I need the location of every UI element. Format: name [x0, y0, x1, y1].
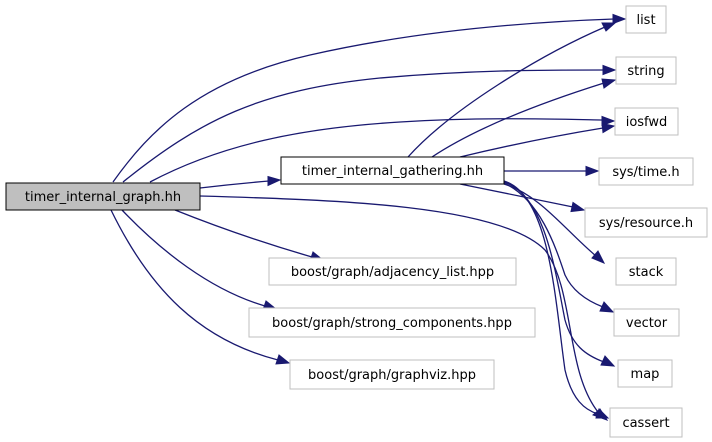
node-vector-box: [613, 308, 680, 337]
node-cassert-box: [609, 407, 683, 438]
node-map-label: map: [631, 367, 660, 382]
node-vector[interactable]: vector: [613, 308, 680, 337]
node-iosfwd-label: iosfwd: [626, 115, 668, 130]
node-systime-box: [598, 157, 694, 186]
node-string-box: [615, 56, 677, 85]
node-list[interactable]: list: [625, 5, 667, 34]
node-strong[interactable]: boost/graph/strong_components.hpp: [248, 307, 536, 338]
edge-root-graphviz: [110, 209, 279, 361]
node-systime[interactable]: sys/time.h: [598, 157, 694, 186]
edges: [110, 13, 627, 421]
node-gathering-box: [280, 156, 505, 185]
node-strong-box: [248, 307, 536, 338]
arrowhead-root-iosfwd: [601, 115, 616, 127]
node-graphviz-box: [289, 359, 495, 390]
nodes: timer_internal_graph.hh timer_internal_g…: [5, 5, 708, 438]
node-stack[interactable]: stack: [615, 257, 677, 286]
arrowhead-gathering-map: [600, 355, 616, 367]
node-iosfwd-box: [614, 107, 679, 136]
arrowhead-gathering-cassert: [595, 408, 610, 419]
node-adjacency[interactable]: boost/graph/adjacency_list.hpp: [268, 257, 517, 286]
arrowhead-gathering-systime: [585, 165, 600, 177]
arrowhead-root-string: [602, 64, 617, 76]
edge-root-list: [112, 18, 615, 183]
node-root[interactable]: timer_internal_graph.hh: [5, 182, 201, 211]
node-list-box: [625, 5, 667, 34]
arrowhead-gathering-sysresource: [570, 201, 586, 213]
edge-gathering-sysresource: [459, 183, 574, 208]
node-adjacency-label: boost/graph/adjacency_list.hpp: [291, 265, 494, 280]
node-string[interactable]: string: [615, 56, 677, 85]
edge-root-cassert: [199, 195, 599, 413]
node-sysresource-box: [584, 207, 708, 238]
node-root-box: [5, 182, 201, 211]
node-sysresource[interactable]: sys/resource.h: [584, 207, 708, 238]
arrowhead-gathering-list: [601, 22, 617, 32]
edge-root-string: [122, 69, 605, 183]
arrowhead-root-gathering: [267, 175, 282, 187]
node-map[interactable]: map: [617, 359, 673, 388]
node-sysresource-label: sys/resource.h: [599, 216, 693, 231]
node-list-label: list: [636, 13, 655, 28]
edge-gathering-stack: [503, 183, 597, 257]
node-graphviz[interactable]: boost/graph/graphviz.hpp: [289, 359, 495, 390]
edge-root-iosfwd: [149, 118, 604, 183]
node-stack-box: [615, 257, 677, 286]
node-gathering[interactable]: timer_internal_gathering.hh: [280, 156, 505, 185]
node-root-label: timer_internal_graph.hh: [25, 190, 181, 205]
edge-root-gathering: [199, 180, 270, 189]
arrowhead-gathering-iosfwd: [601, 122, 616, 134]
node-cassert[interactable]: cassert: [609, 407, 683, 438]
edge-gathering-iosfwd: [459, 127, 604, 158]
edge-gathering-cassert: [503, 180, 599, 415]
arrowhead-root-list: [612, 13, 627, 25]
node-iosfwd[interactable]: iosfwd: [614, 107, 679, 136]
edge-gathering-string: [431, 82, 605, 158]
node-adjacency-box: [268, 257, 517, 286]
node-graphviz-label: boost/graph/graphviz.hpp: [308, 368, 476, 383]
node-stack-label: stack: [629, 265, 664, 280]
node-vector-label: vector: [626, 316, 668, 331]
arrowhead-root-graphviz: [275, 354, 291, 365]
edge-root-strong: [121, 209, 266, 307]
arrowhead-gathering-string: [601, 78, 617, 89]
edge-root-adjacency: [174, 209, 313, 258]
node-strong-label: boost/graph/strong_components.hpp: [272, 316, 512, 331]
edge-gathering-vector: [503, 182, 604, 308]
edge-gathering-list: [407, 26, 606, 158]
arrowhead-gathering-vector: [599, 301, 615, 313]
node-gathering-label: timer_internal_gathering.hh: [302, 164, 483, 179]
node-cassert-label: cassert: [622, 416, 669, 431]
node-systime-label: sys/time.h: [612, 165, 679, 180]
node-map-box: [617, 359, 673, 388]
arrowhead-gathering-stack: [591, 250, 606, 264]
node-string-label: string: [627, 64, 664, 79]
